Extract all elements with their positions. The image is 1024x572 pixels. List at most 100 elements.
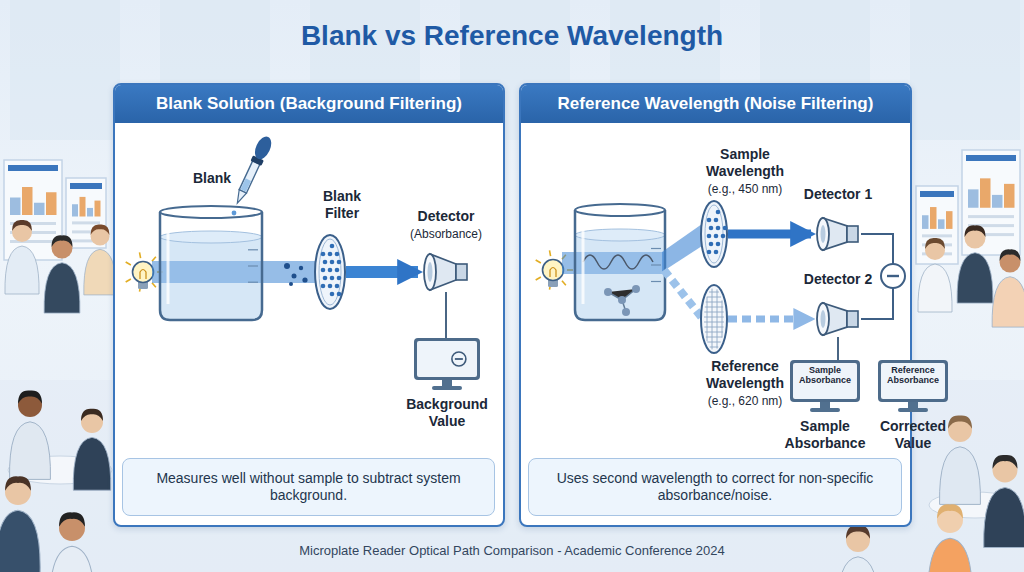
- attendee-figure: [5, 220, 39, 294]
- attendee-figure: [984, 455, 1024, 548]
- readout-monitor: Background Value: [414, 338, 480, 390]
- optical-filter: Reference Wavelength(e.g., 620 nm): [700, 284, 728, 354]
- detector: Detector 2: [815, 301, 861, 337]
- detector-shape: [815, 216, 861, 252]
- decor-line: [712, 289, 713, 350]
- liquid-surface: [575, 229, 665, 241]
- decor-path: [167, 226, 170, 304]
- decor-ellipse: [701, 285, 727, 353]
- beaker-liquid: [575, 235, 665, 320]
- decor-line: [140, 286, 141, 292]
- decor-line: [887, 275, 899, 277]
- decor-rect: [72, 221, 100, 224]
- decor-circle: [543, 260, 564, 281]
- decor-path: [12, 220, 32, 231]
- light-bulb: [536, 250, 573, 289]
- decor-ellipse: [705, 205, 723, 263]
- decor-rect: [1004, 184, 1015, 208]
- attendee-figure: [838, 526, 879, 572]
- method-panel: Blank Solution (Background Filtering) Bla…: [113, 83, 505, 527]
- decor-circle: [723, 226, 728, 231]
- decor-circle: [993, 458, 1018, 483]
- attendee-figure: [84, 225, 116, 295]
- decor-rect: [66, 178, 106, 248]
- decor-line: [706, 337, 722, 338]
- decor-circle: [18, 393, 42, 417]
- decor-rect: [881, 363, 945, 399]
- method-panel: Reference Wavelength (Noise Filtering)Sa…: [519, 83, 912, 527]
- blank-particle: [302, 277, 307, 282]
- decor-circle: [133, 262, 154, 283]
- decor-rect: [968, 233, 1014, 236]
- decor-line: [455, 358, 463, 360]
- decor-rect: [922, 243, 952, 246]
- node-label: Corrected Value: [868, 418, 958, 452]
- decor-rect: [10, 222, 56, 225]
- decor-circle: [716, 242, 721, 247]
- decor-circle: [714, 218, 719, 223]
- decor-circle: [337, 276, 342, 281]
- decor-rect: [72, 204, 78, 216]
- molecule: [604, 285, 640, 316]
- blank-particle: [289, 282, 293, 286]
- decor-line: [536, 260, 541, 263]
- hall-window: [910, 0, 1020, 140]
- decor-path: [140, 270, 146, 280]
- noise-wave: [583, 255, 653, 269]
- decor-circle: [846, 528, 870, 552]
- decor-ellipse: [319, 239, 341, 305]
- decor-rect: [87, 208, 93, 217]
- decor-path: [44, 263, 80, 313]
- panel-heading: Blank Solution (Background Filtering): [115, 85, 503, 123]
- decor-line: [707, 297, 721, 298]
- screen-text: Reference Absorbance: [882, 366, 944, 386]
- decor-path: [984, 488, 1024, 548]
- decor-rect: [922, 234, 952, 237]
- decor-circle: [328, 268, 333, 273]
- decor-ellipse: [575, 204, 665, 216]
- decor-circle: [52, 238, 73, 259]
- sample-beam: [662, 224, 702, 272]
- decor-rect: [992, 195, 1003, 208]
- decor-line: [248, 282, 258, 283]
- decor-ellipse: [160, 206, 262, 218]
- decor-circle: [321, 284, 326, 289]
- decor-circle: [328, 284, 333, 289]
- decor-circle: [714, 250, 719, 255]
- detector-shape: [815, 301, 861, 337]
- decor-circle: [925, 240, 945, 260]
- light-bulb: [126, 252, 163, 291]
- liquid-surface: [160, 231, 262, 243]
- decor-circle: [881, 264, 905, 288]
- decor-circle: [5, 479, 31, 505]
- decor-rect: [908, 402, 918, 408]
- decor-path: [940, 447, 981, 505]
- light-beam: [152, 261, 316, 283]
- meeting-table: [8, 456, 112, 484]
- decor-rect: [10, 198, 21, 216]
- blank-particle: [299, 266, 303, 270]
- decor-rect: [793, 363, 857, 399]
- decor-circle: [321, 252, 326, 257]
- decor-circle: [714, 234, 719, 239]
- decor-path: [838, 557, 879, 572]
- decor-circle: [716, 226, 721, 231]
- decor-path: [73, 437, 111, 490]
- decor-rect: [847, 311, 858, 327]
- decor-line: [126, 262, 131, 265]
- node-label: (e.g., 620 nm): [690, 394, 800, 408]
- decor-line: [651, 264, 661, 265]
- wall-poster: [962, 150, 1020, 255]
- decor-rect: [916, 186, 958, 264]
- part-label: Blank: [185, 170, 239, 186]
- optical-filter-shape: [314, 234, 346, 310]
- decor-circle: [323, 260, 328, 265]
- node-label: Sample Absorbance: [780, 418, 870, 452]
- decor-rect: [138, 280, 148, 289]
- decor-rect: [72, 239, 100, 242]
- detector: Detector 1: [815, 216, 861, 252]
- decor-circle: [707, 234, 712, 239]
- decor-line: [707, 342, 720, 343]
- decor-ellipse: [424, 254, 436, 290]
- decor-path: [992, 277, 1024, 327]
